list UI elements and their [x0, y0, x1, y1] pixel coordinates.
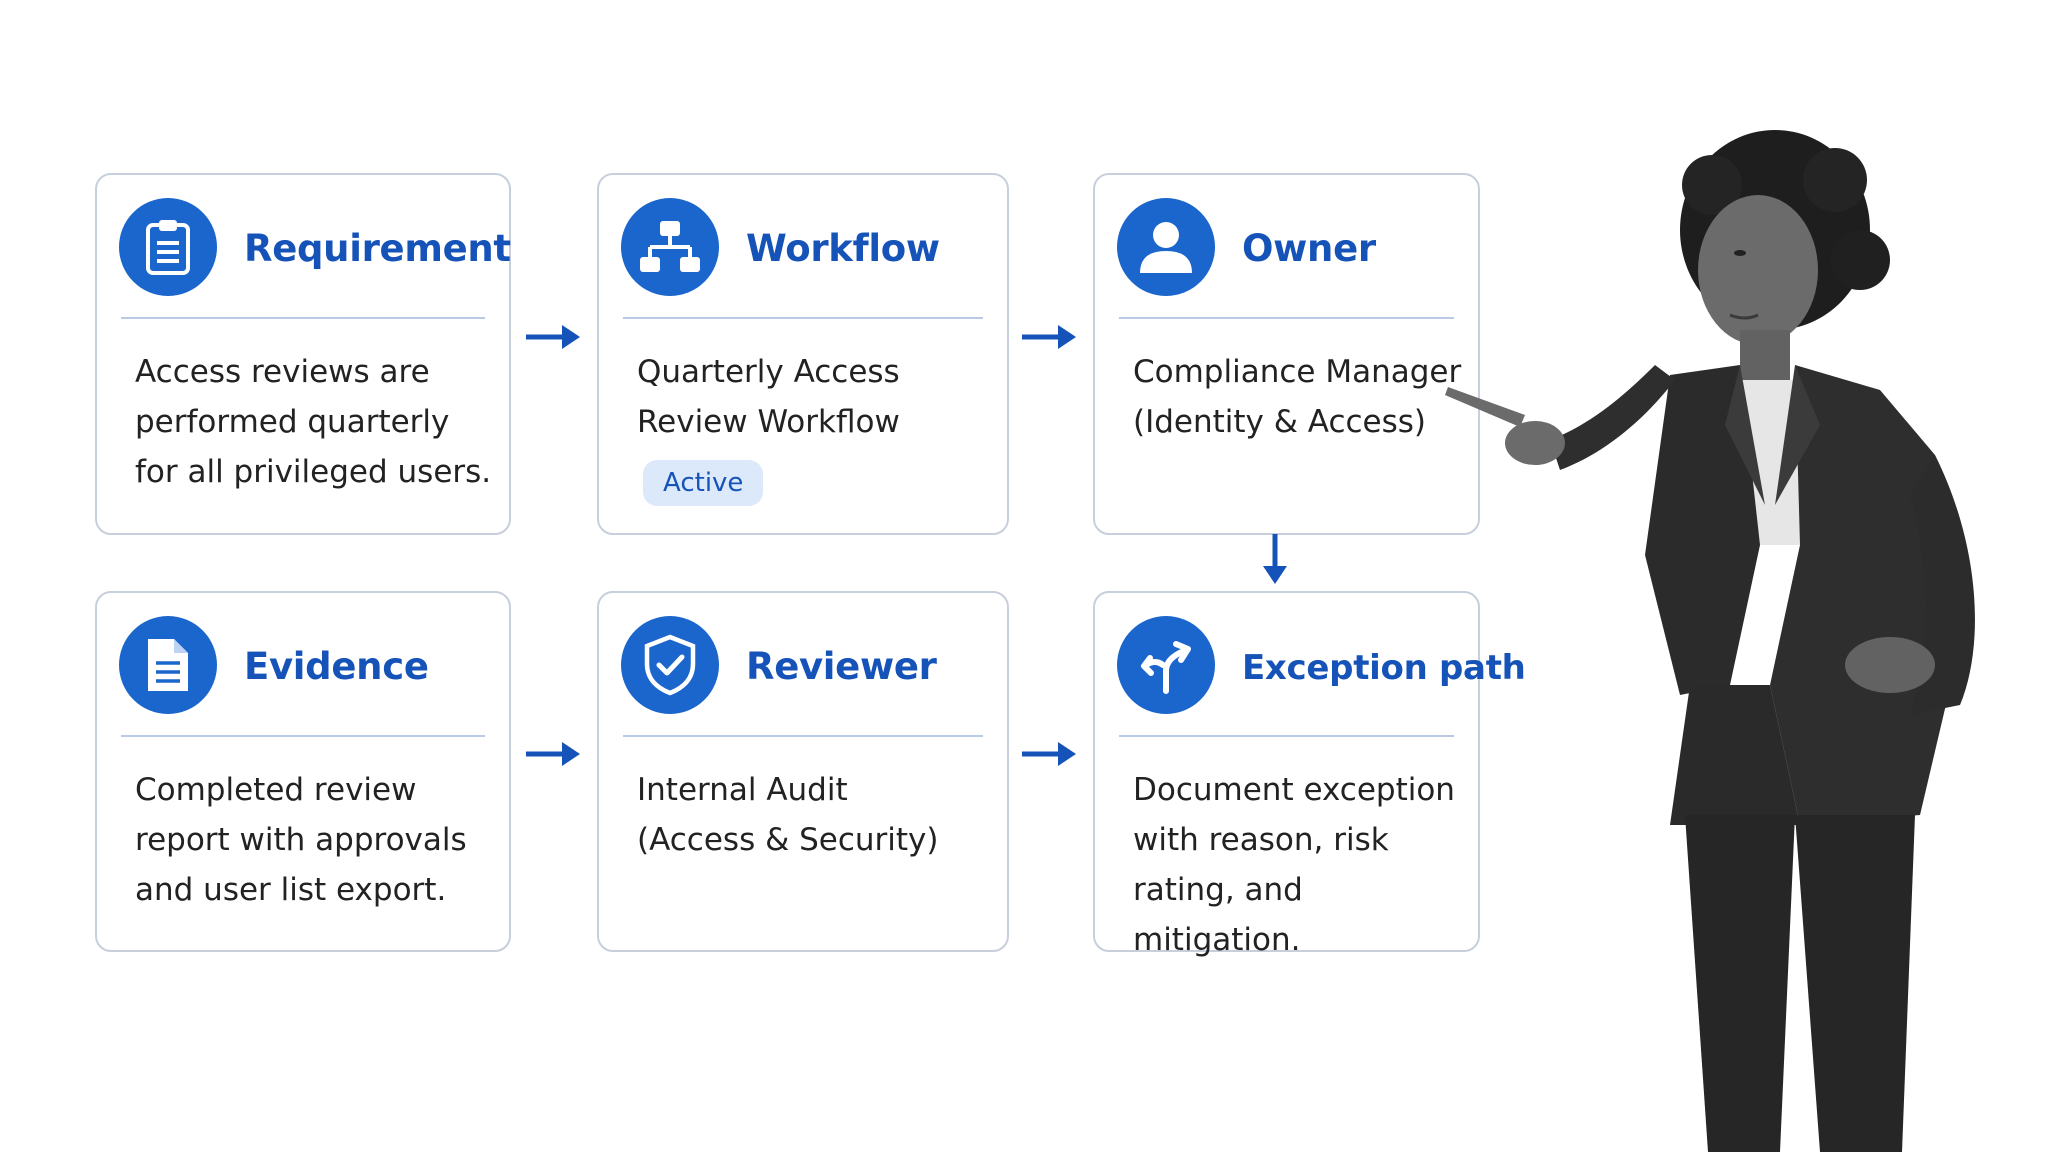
shield-check-icon	[621, 616, 719, 714]
card-body: Compliance Manager (Identity & Access)	[1133, 354, 1462, 440]
card-requirement: Requirement Access reviews are performed…	[95, 173, 511, 535]
divider	[121, 317, 485, 319]
arrow-right-icon	[1022, 742, 1076, 766]
split-path-icon	[1117, 616, 1215, 714]
arrow-down-icon	[1263, 534, 1287, 584]
card-body: Document exception with reason, risk rat…	[1133, 772, 1455, 958]
card-owner: Owner Compliance Manager (Identity & Acc…	[1093, 173, 1480, 535]
divider	[623, 735, 983, 737]
card-evidence: Evidence Completed review report with ap…	[95, 591, 511, 952]
card-title: Exception path	[1242, 648, 1526, 688]
divider	[1119, 317, 1454, 319]
card-body: Access reviews are performed quarterly f…	[135, 354, 492, 490]
card-exception-path: Exception path Document exception with r…	[1093, 591, 1526, 958]
card-title: Evidence	[244, 645, 429, 688]
card-workflow: Workflow Quarterly Access Review Workflo…	[597, 173, 1009, 535]
card-body: Quarterly Access Review Workflow	[637, 354, 900, 440]
user-icon	[1117, 198, 1215, 296]
arrow-right-icon	[1022, 325, 1076, 349]
divider	[623, 317, 983, 319]
clipboard-icon	[119, 198, 217, 296]
document-icon	[119, 616, 217, 714]
card-title: Requirement	[244, 227, 511, 270]
card-body: Completed review report with approvals a…	[135, 772, 467, 908]
divider	[1119, 735, 1454, 737]
card-body: Internal Audit (Access & Security)	[637, 772, 939, 858]
arrow-right-icon	[526, 742, 580, 766]
status-badge: Active	[643, 460, 764, 506]
card-reviewer: Reviewer Internal Audit (Access & Securi…	[597, 591, 1009, 952]
card-title: Workflow	[746, 227, 940, 270]
card-title: Reviewer	[746, 645, 937, 688]
divider	[121, 735, 485, 737]
arrow-right-icon	[526, 325, 580, 349]
card-title: Owner	[1242, 227, 1376, 270]
presenter-figure	[1445, 130, 1975, 1152]
workflow-icon	[621, 198, 719, 296]
